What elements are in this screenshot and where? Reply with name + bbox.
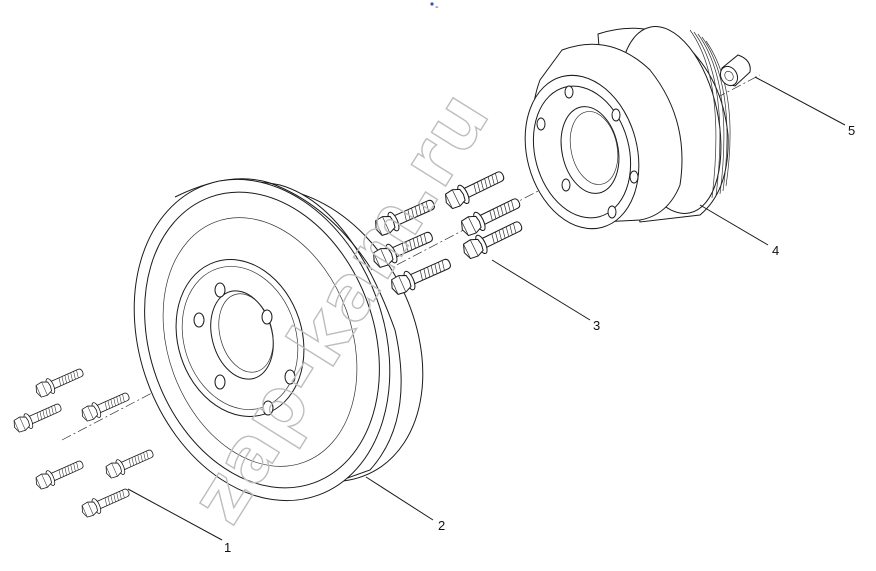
bushing xyxy=(719,54,751,87)
leader-lines xyxy=(127,76,846,541)
callout-3: 3 xyxy=(593,318,600,333)
short-bolt-set xyxy=(10,364,157,520)
callout-4: 4 xyxy=(772,243,779,258)
callout-2: 2 xyxy=(438,518,445,533)
damper-pulley xyxy=(133,178,424,502)
callout-5: 5 xyxy=(848,123,855,138)
crankshaft-pulley xyxy=(524,26,731,230)
svg-text:-: - xyxy=(435,1,439,13)
top-mark: - xyxy=(430,1,439,13)
callout-1: 1 xyxy=(224,540,231,555)
